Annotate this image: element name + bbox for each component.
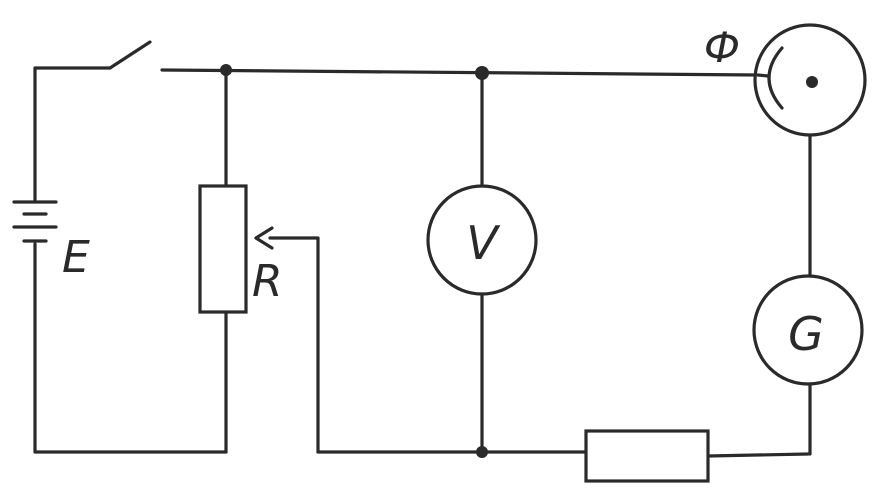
junction-dot: [476, 446, 488, 458]
switch: [108, 40, 152, 70]
junction-dot: [220, 64, 232, 76]
photocell-label: Ф: [704, 23, 740, 72]
rheostat-slider-arrow: [254, 226, 320, 454]
top-wire: [160, 68, 760, 77]
bottom-wire: [316, 450, 810, 458]
rheostat-label: R: [252, 256, 283, 307]
voltmeter-label: V: [466, 216, 501, 270]
galvanometer: [752, 274, 864, 386]
voltmeter: [426, 184, 538, 296]
photocell: [753, 23, 867, 137]
photocell-cathode: [767, 46, 784, 110]
battery-label: E: [62, 232, 90, 283]
rheostat-body: [198, 184, 248, 314]
photocell-anode: [806, 76, 818, 88]
junction-dot: [475, 66, 489, 80]
galvanometer-label: G: [788, 307, 824, 361]
left-wire: [33, 66, 228, 454]
battery-symbol: [12, 200, 58, 243]
load-resistor: [584, 429, 710, 483]
